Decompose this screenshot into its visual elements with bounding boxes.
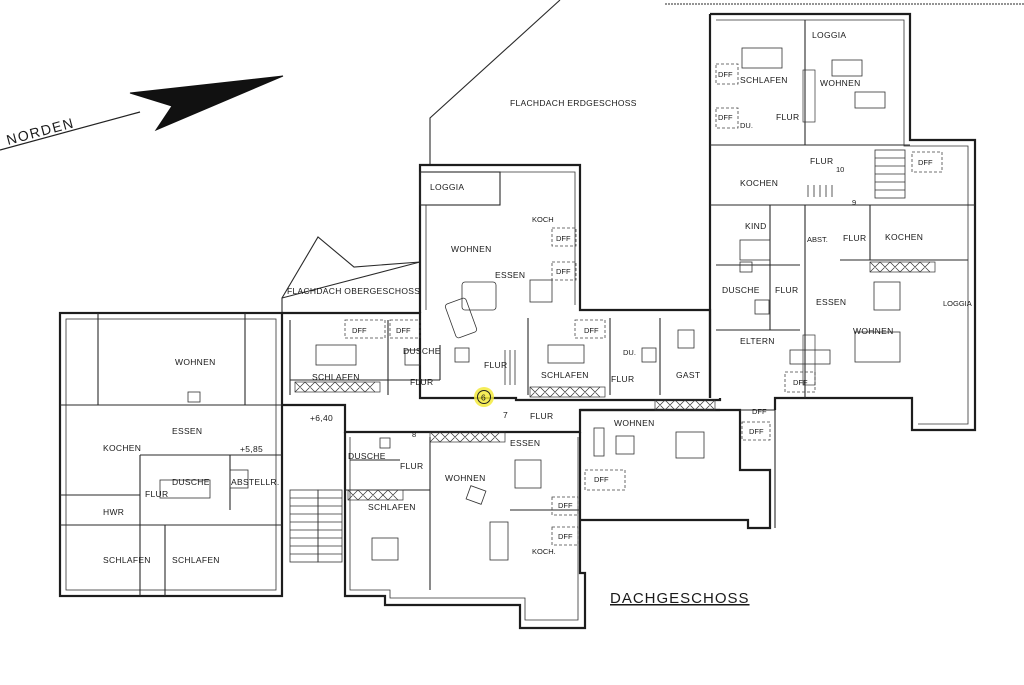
room-label: SCHLAFEN — [172, 555, 220, 565]
room-label: DUSCHE — [172, 477, 210, 487]
room-label: SCHLAFEN — [541, 370, 589, 380]
room-label: WOHNEN — [445, 473, 486, 483]
room-label: DFF — [584, 326, 599, 335]
room-label: ESSEN — [172, 426, 202, 436]
room-label: 8 — [412, 430, 416, 439]
room-label: FLUR — [530, 411, 553, 421]
room-label: FLUR — [410, 377, 433, 387]
room-label: KOCHEN — [740, 178, 778, 188]
room-label: DFF — [352, 326, 367, 335]
room-label: DFF — [718, 113, 733, 122]
room-label: WOHNEN — [853, 326, 894, 336]
room-label: DFF — [752, 407, 767, 416]
room-label: FLUR — [843, 233, 866, 243]
room-label: FLUR — [775, 285, 798, 295]
north-arrow-icon — [0, 75, 284, 151]
room-label: DUSCHE — [403, 346, 441, 356]
room-label: DFF — [594, 475, 609, 484]
roof-upper-label: FLACHDACH OBERGESCHOSS — [287, 286, 420, 296]
room-label: DFF — [558, 532, 573, 541]
room-label: DUSCHE — [722, 285, 760, 295]
room-label: WOHNEN — [451, 244, 492, 254]
room-label: KOCH. — [532, 547, 556, 556]
room-label: WOHNEN — [175, 357, 216, 367]
room-label: SCHLAFEN — [312, 372, 360, 382]
room-label: WOHNEN — [820, 78, 861, 88]
room-label: DU. — [623, 348, 636, 357]
room-label: KOCHEN — [103, 443, 141, 453]
room-label: DFF — [793, 378, 808, 387]
level-label: +5,85 — [240, 444, 263, 454]
room-label: HWR — [103, 507, 124, 517]
room-label: FLUR — [810, 156, 833, 166]
room-label: DFF — [558, 501, 573, 510]
room-label: DFF — [556, 267, 571, 276]
marker-6-label: 6 — [481, 393, 486, 403]
room-label: 9 — [852, 198, 856, 207]
room-label: FLUR — [400, 461, 423, 471]
room-label: WOHNEN — [614, 418, 655, 428]
roof-window-outlines — [344, 63, 943, 546]
room-label: LOGGIA — [943, 299, 972, 308]
room-label: ABSTELLR. — [231, 477, 280, 487]
level-label: +6,40 — [310, 413, 333, 423]
furniture — [159, 47, 901, 561]
room-label: KOCHEN — [885, 232, 923, 242]
stairs — [289, 149, 906, 563]
room-label: FLUR — [776, 112, 799, 122]
room-label: FLUR — [145, 489, 168, 499]
room-label: DUSCHE — [348, 451, 386, 461]
room-label: ABST. — [807, 235, 828, 244]
north-label: NORDEN — [5, 114, 76, 147]
room-label: DFF — [918, 158, 933, 167]
room-label: SCHLAFEN — [103, 555, 151, 565]
floor-title: DACHGESCHOSS — [610, 590, 750, 607]
room-label: DFF — [396, 326, 411, 335]
room-label: DFF — [749, 427, 764, 436]
roof-ground-label: FLACHDACH ERDGESCHOSS — [510, 98, 637, 108]
room-label: FLUR — [484, 360, 507, 370]
room-label: 10 — [836, 165, 844, 174]
roof-outline — [281, 0, 1024, 313]
room-label: LOGGIA — [430, 182, 464, 192]
room-label: ESSEN — [816, 297, 846, 307]
room-label: ESSEN — [495, 270, 525, 280]
room-marker-6: 6 — [474, 387, 494, 407]
room-label: GAST — [676, 370, 700, 380]
room-label: DU. — [740, 121, 753, 130]
room-label: LOGGIA — [812, 30, 846, 40]
room-label: KOCH — [532, 215, 554, 224]
room-label: ELTERN — [740, 336, 775, 346]
room-label: SCHLAFEN — [368, 502, 416, 512]
room-label: SCHLAFEN — [740, 75, 788, 85]
room-label: KIND — [745, 221, 767, 231]
room-label: FLUR — [611, 374, 634, 384]
wall-hatching — [294, 69, 936, 501]
room-label: 7 — [503, 410, 508, 420]
room-label: ESSEN — [510, 438, 540, 448]
room-label: DFF — [718, 70, 733, 79]
room-label: DFF — [556, 234, 571, 243]
